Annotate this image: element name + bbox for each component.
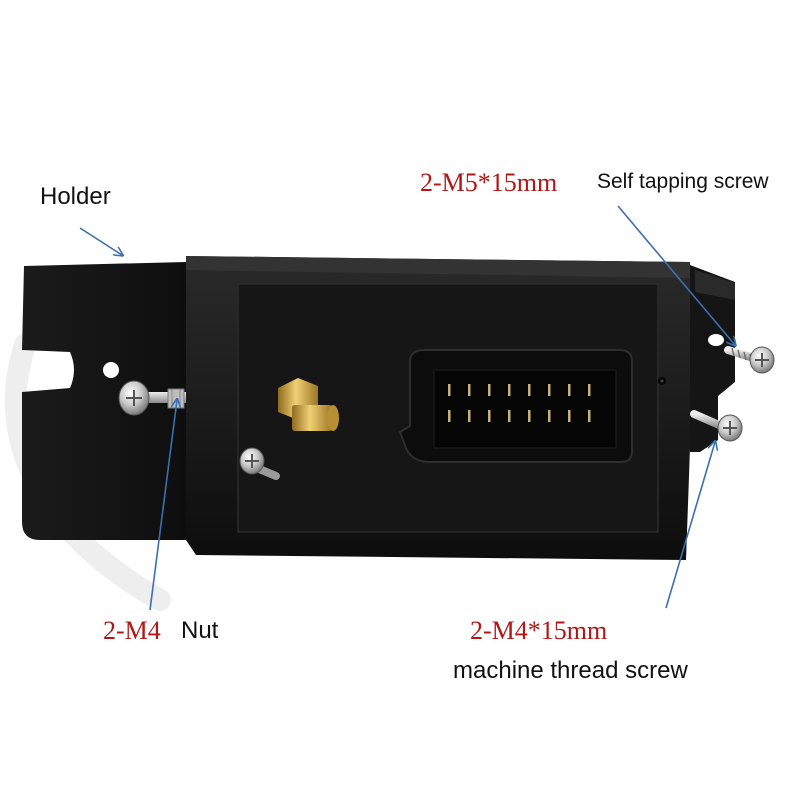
label-m4-nut-size: 2-M4	[103, 616, 161, 645]
screw-icon	[239, 447, 280, 480]
arrow-icon	[149, 400, 177, 611]
label-m4-screw-size: 2-M4*15mm	[470, 616, 608, 645]
connector-pin	[508, 384, 511, 396]
connector-pin	[548, 410, 551, 422]
arrow-icon	[665, 442, 715, 609]
mounting-hole	[103, 362, 119, 378]
connector-pin	[588, 410, 591, 422]
connector-pin	[588, 384, 591, 396]
connector-pin	[528, 384, 531, 396]
arrow-icon	[79, 227, 122, 255]
connector-pin	[548, 384, 551, 396]
label-holder: Holder	[40, 183, 111, 210]
self-tapping-screw	[724, 346, 775, 374]
label-m4-screw-desc: machine thread screw	[453, 657, 688, 684]
connector-pin	[508, 410, 511, 422]
connector-pin	[488, 384, 491, 396]
connector-pin	[568, 384, 571, 396]
nut-screw-left	[118, 380, 186, 416]
connector-pin	[568, 410, 571, 422]
connector-pin	[528, 410, 531, 422]
mounting-hole-right	[708, 334, 724, 346]
label-m5-size: 2-M5*15mm	[420, 168, 558, 197]
connector-pin	[448, 410, 451, 422]
label-m5-desc: Self tapping screw	[597, 170, 769, 193]
label-m4-nut-desc: Nut	[181, 617, 219, 644]
machine-screw	[690, 410, 743, 442]
connector-pin	[468, 410, 471, 422]
connector-icon	[398, 349, 633, 463]
arrow-icon	[617, 205, 735, 345]
connector-pin	[448, 384, 451, 396]
brass-standoff-icon	[278, 378, 339, 431]
connector-pin	[488, 410, 491, 422]
connector-pin	[468, 384, 471, 396]
